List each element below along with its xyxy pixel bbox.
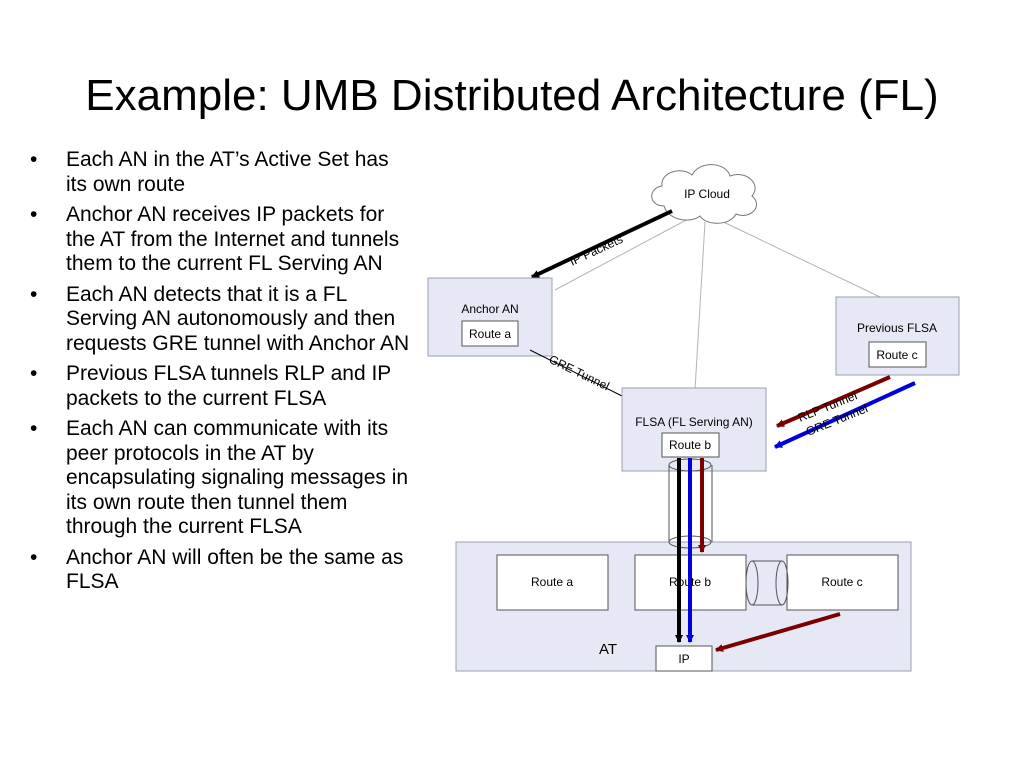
- slide-title: Example: UMB Distributed Architecture (F…: [85, 71, 939, 120]
- anchor-route-label: Route a: [469, 327, 511, 341]
- bullet-item: • Each AN detects that it is a FL Serving…: [30, 283, 415, 357]
- route-b-c-pipe: [745, 560, 789, 606]
- bullet-text: Each AN can communicate with its peer pr…: [66, 417, 409, 538]
- cloud-icon: [651, 164, 758, 224]
- bullet-dot: •: [30, 148, 38, 171]
- bullet-dot: •: [30, 545, 38, 569]
- bullet-dot: •: [30, 417, 38, 440]
- bullet-item: • Anchor AN receives IP packets for the A…: [30, 203, 415, 277]
- at-route-a-box: [496, 554, 609, 611]
- previous-flsa-node: Previous FLSA Route c: [835, 296, 960, 376]
- flsa-node: FLSA (FL Serving AN) Route b: [621, 387, 767, 472]
- cloud-to-anchor-line: [554, 217, 691, 291]
- gre-tunnel-prev-arrow: [774, 381, 916, 449]
- at-label: AT: [599, 641, 617, 658]
- prev-route-label: Route c: [876, 348, 917, 362]
- anchor-route-box: [461, 320, 519, 347]
- prev-route-box: [868, 341, 927, 368]
- cloud-label: IP Cloud: [684, 187, 730, 201]
- bullet-list: • Each AN in the AT’s Active Set has its …: [30, 148, 415, 601]
- cloud-to-flsa-line: [694, 221, 706, 391]
- bullet-text: Each AN in the AT’s Active Set has its o…: [66, 148, 389, 196]
- flsa-route-box: [661, 432, 720, 458]
- bullet-text: Previous FLSA tunnels RLP and IP packets…: [66, 362, 391, 410]
- bullet-dot: •: [30, 282, 38, 306]
- cloud-links: [554, 217, 881, 391]
- bullet-dot: •: [30, 362, 38, 385]
- ip-packets-label: IP Packets: [567, 232, 625, 269]
- flsa-label: FLSA (FL Serving AN): [635, 415, 753, 429]
- route-pipe-left-rim: [745, 560, 759, 606]
- at-route-c-box: [786, 554, 899, 611]
- route-c-to-ip-arrow: [715, 612, 841, 652]
- at-ip-label: IP: [678, 652, 689, 666]
- bullet-text: Anchor AN receives IP packets for the AT…: [66, 203, 400, 275]
- bullet-text: Anchor AN will often be the same as FLSA: [66, 545, 404, 594]
- anchor-gre-line: [529, 349, 623, 397]
- anchor-an-label: Anchor AN: [461, 302, 518, 316]
- previous-flsa-label: Previous FLSA: [857, 321, 937, 335]
- cloud-to-prev-flsa-line: [714, 217, 881, 298]
- bullet-dot: •: [30, 203, 38, 226]
- bullet-item: • Anchor AN will often be the same as FLS…: [30, 546, 415, 595]
- gre-tunnel-anchor-label: GRE Tunnel: [547, 352, 612, 393]
- rlp-tunnel-arrow: [776, 375, 891, 428]
- at-route-c-label: Route c: [821, 575, 862, 589]
- flsa-box: [621, 387, 767, 472]
- at-ip-box: [655, 645, 713, 672]
- flsa-route-label: Route b: [669, 438, 711, 452]
- route-pipe-sides: [752, 560, 782, 606]
- pipe-sides: [668, 465, 713, 542]
- anchor-an-node: Anchor AN Route a: [427, 277, 553, 357]
- at-route-a-label: Route a: [531, 575, 573, 589]
- bullet-text: Each AN detects that it is a FL Serving …: [66, 282, 410, 355]
- ip-packets-arrow: [531, 209, 673, 279]
- route-pipe-right-rim: [775, 560, 789, 606]
- ip-cloud: IP Cloud: [651, 164, 758, 224]
- at-node: Route a Route b Route c AT IP: [455, 541, 912, 672]
- bullet-item: • Each AN can communicate with its peer p…: [30, 417, 415, 540]
- bullet-item: • Previous FLSA tunnels RLP and IP packet…: [30, 362, 415, 411]
- bullet-item: • Each AN in the AT’s Active Set has its …: [30, 148, 415, 197]
